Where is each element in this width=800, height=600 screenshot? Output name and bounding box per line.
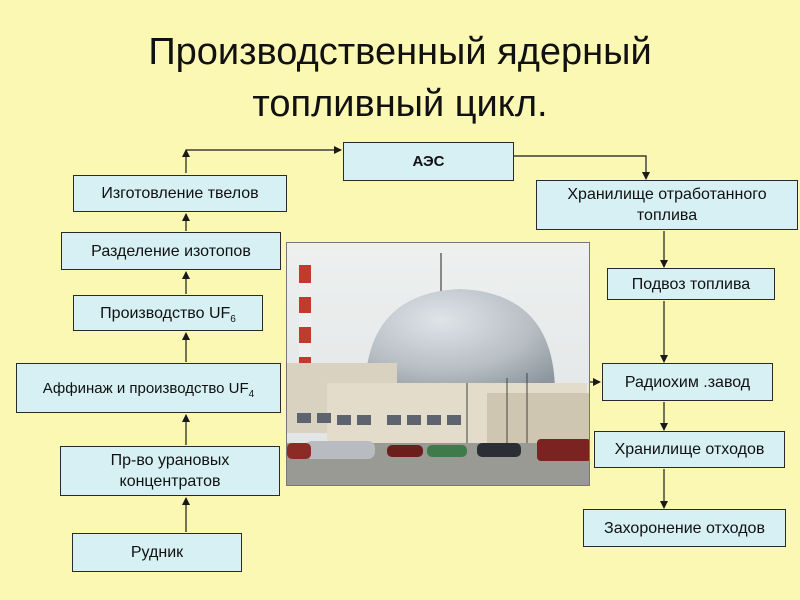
label-waste-storage: Хранилище отходов: [614, 441, 765, 458]
label-npp: АЭС: [412, 153, 445, 170]
label-uf6: Производство UF6: [100, 304, 236, 325]
box-waste-burial: Захоронение отходов: [583, 509, 786, 547]
label-fuel-delivery: Подвоз топлива: [631, 275, 751, 293]
box-npp: АЭС: [343, 142, 514, 181]
box-waste-storage: Хранилище отходов: [594, 431, 785, 468]
box-radiochemical-plant: Радиохим .завод: [602, 363, 773, 401]
box-uranium-concentrates: Пр-во урановых концентратов: [60, 446, 280, 496]
box-uf4-refining: Аффинаж и производство UF4: [16, 363, 281, 413]
box-uf6-production: Производство UF6: [73, 295, 263, 331]
npp-photo-illustration: [287, 243, 589, 485]
label-spent-storage: Хранилище отработанного топлива: [567, 186, 767, 224]
arrow-npp-to-storage: [514, 155, 650, 180]
label-radiochem: Радиохим .завод: [624, 373, 751, 391]
box-mine: Рудник: [72, 533, 242, 572]
label-tvel: Изготовление твелов: [101, 185, 259, 202]
label-mine: Рудник: [130, 544, 184, 561]
npp-photo: [286, 242, 590, 486]
box-isotope-separation: Разделение изотопов: [61, 232, 281, 270]
box-spent-fuel-storage: Хранилище отработанного топлива: [536, 180, 798, 230]
box-tvel-production: Изготовление твелов: [73, 175, 287, 212]
slide-title: Производственный ядерный топливный цикл.: [0, 26, 800, 130]
label-waste-burial: Захоронение отходов: [604, 519, 765, 537]
label-uf4: Аффинаж и производство UF4: [42, 379, 255, 400]
box-fuel-delivery: Подвоз топлива: [607, 268, 775, 300]
label-concentrates: Пр-во урановых концентратов: [110, 452, 230, 490]
title-line-1: Производственный ядерный: [148, 31, 652, 73]
label-isotope: Разделение изотопов: [91, 242, 251, 260]
title-line-2: топливный цикл.: [252, 83, 548, 125]
